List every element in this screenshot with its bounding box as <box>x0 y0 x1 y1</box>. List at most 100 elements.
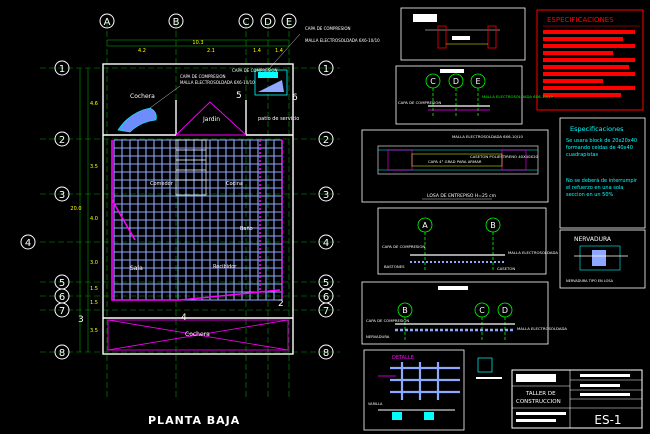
detail-detalle: DETALLE VARILLA <box>363 349 465 431</box>
spec2-title: Especificaciones <box>570 125 624 133</box>
grid-label-b: B <box>173 17 180 28</box>
spec-box-title: ESPECIFICACIONES <box>547 16 614 24</box>
d3-malla: MALLA ELECTROSOLDADA <box>508 250 558 255</box>
room-bano: Baño <box>240 226 253 232</box>
room-recibidor: Recibidor <box>213 264 237 270</box>
d1-malla: MALLA ELECTROSOLDADA 6X6-10/10 <box>482 94 553 99</box>
d2-malla: MALLA ELECTROSOLDADA 6X6-10/10 <box>452 134 523 139</box>
plan-annotations: CAPA DE COMPRESION MALLA ELECTROSOLDADA … <box>149 26 380 109</box>
room-cocina: Cocina <box>226 181 243 187</box>
plan-title: PLANTA BAJA <box>148 414 240 427</box>
nerv-title: NERVADURA <box>574 236 612 243</box>
tb-line1: TALLER DE <box>525 391 556 397</box>
dim-top-2: 10.3 <box>192 40 203 46</box>
d1-label-e: E <box>475 77 480 86</box>
grid-bubbles-left: 1 2 3 4 5 6 7 8 <box>20 60 70 360</box>
d3-capa: CAPA DE COMPRESION <box>382 244 425 249</box>
dim-top-3: 2.1 <box>207 48 215 54</box>
grid-bubble-d: D <box>260 13 276 29</box>
dim-top-1: 4.2 <box>138 48 146 54</box>
section-mark-3: 3 <box>78 315 84 325</box>
grid-bubble-e: E <box>281 13 297 29</box>
d4-capa: CAPA DE COMPRESION <box>366 318 409 323</box>
d2-caseton: CASETON POLIESTIRENO 40X40X20 <box>470 154 539 159</box>
detail-cde: C D E CAPA DE COMPRESION MALLA ELECTROSO… <box>395 65 553 125</box>
d3-label-b: B <box>490 221 496 230</box>
grid-right-5: 5 <box>323 278 329 289</box>
note-capa-top: CAPA DE COMPRESION <box>305 26 351 31</box>
detalle-varilla: VARILLA <box>368 402 383 406</box>
grid-bubble-a: A <box>99 13 115 29</box>
d4-label-c: C <box>479 306 485 315</box>
d3-caseton: CASETON <box>497 266 515 271</box>
dim-left-5: 1.5 <box>90 286 98 292</box>
grid-left-8: 8 <box>59 348 65 359</box>
grid-right-7: 7 <box>323 306 329 317</box>
d3-label-a: A <box>422 221 428 230</box>
tb-sheet: ES-1 <box>594 413 621 427</box>
grid-right-1: 1 <box>323 64 329 75</box>
room-jardin: Jardin <box>202 116 220 123</box>
room-cochera-top: Cochera <box>130 93 155 100</box>
grid-lines <box>40 22 340 400</box>
specifications-notes: Especificaciones Se usara block de 20x20… <box>559 117 646 229</box>
grid-right-2: 2 <box>323 135 329 146</box>
dim-top-5: 1.4 <box>275 48 283 54</box>
detail-bcd: B C D CAPA DE COMPRESION NERVADURA MALLA… <box>361 281 567 345</box>
grid-left-4: 4 <box>25 238 31 249</box>
section-mark-4: 4 <box>181 313 187 323</box>
dim-left-4: 3.0 <box>90 260 98 266</box>
grid-right-4: 4 <box>323 238 329 249</box>
grid-left-1: 1 <box>59 64 65 75</box>
grid-label-e: E <box>286 17 292 28</box>
room-sala: Sala <box>130 265 143 272</box>
grid-label-c: C <box>243 17 250 28</box>
room-cochera-bottom: Cochera <box>185 331 210 338</box>
plan-walls <box>102 63 294 355</box>
jardin-lines <box>175 101 247 136</box>
dimensions-left: 4.6 3.5 4.0 3.0 1.5 1.5 3.5 20.0 <box>70 68 98 352</box>
perimeter-beams <box>111 140 283 301</box>
grid-right-3: 3 <box>323 190 329 201</box>
spec2-text1: Se usara block de 20x20x40 formando celd… <box>566 138 638 158</box>
d4-malla: MALLA ELECTROSOLDADA <box>517 326 567 331</box>
note-capa-inner: CAPA DE COMPRESION <box>180 74 226 79</box>
d1-label-d: D <box>453 77 459 86</box>
detail-ab: A B CAPA DE COMPRESION MALLA ELECTROSOLD… <box>377 207 558 275</box>
grid-left-3: 3 <box>59 190 65 201</box>
grid-bubbles-right: 1 2 3 4 5 6 7 8 <box>318 60 334 360</box>
grid-right-6: 6 <box>323 292 329 303</box>
cochera-top-hatch <box>117 107 157 133</box>
d1-label-c: C <box>430 77 436 86</box>
dim-total: 20.0 <box>70 206 81 212</box>
tb-line2: CONSTRUCCION <box>516 399 561 405</box>
d4-label-d: D <box>502 306 508 315</box>
d2-caption: LOSA DE ENTREPISO H=25 cm <box>427 193 496 199</box>
d4-label-b: B <box>402 306 408 315</box>
note-malla-mid: CAPA DE COMPRESION <box>232 68 278 73</box>
detail-top-small <box>400 7 526 61</box>
d3-bastones: BASTONES <box>384 264 405 269</box>
nerv-caption: NERVADURA TIPO EN LOSA <box>566 279 614 283</box>
grid-left-5: 5 <box>59 278 65 289</box>
d1-capa: CAPA DE COMPRESION <box>398 100 441 105</box>
grid-right-8: 8 <box>323 348 329 359</box>
grid-label-a: A <box>104 17 111 28</box>
stair-block <box>175 139 207 196</box>
grid-left-6: 6 <box>59 292 65 303</box>
note-malla-top: MALLA ELECTROSOLDADA 6X6-10/10 <box>305 38 380 43</box>
section-mark-2: 2 <box>278 299 284 309</box>
legend-symbol <box>476 357 502 379</box>
grid-left-2: 2 <box>59 135 65 146</box>
section-mark-5: 5 <box>236 91 242 101</box>
grid-label-d: D <box>264 17 272 28</box>
spec2-text2: No se deberá de interrumpir el refuerzo … <box>566 178 637 198</box>
dimensions-top: 4.2 10.3 2.1 1.4 1.4 <box>107 39 289 54</box>
dim-left-7: 3.5 <box>90 328 98 334</box>
grid-bubbles-top: A B C D E <box>99 13 297 29</box>
dim-left-2: 3.5 <box>90 164 98 170</box>
section-marks: 5 6 3 4 2 <box>78 91 298 325</box>
grid-bubble-c: C <box>238 13 254 29</box>
detail-losa-entrepiso: MALLA ELECTROSOLDADA 6X6-10/10 CAPA 4° G… <box>361 129 549 203</box>
